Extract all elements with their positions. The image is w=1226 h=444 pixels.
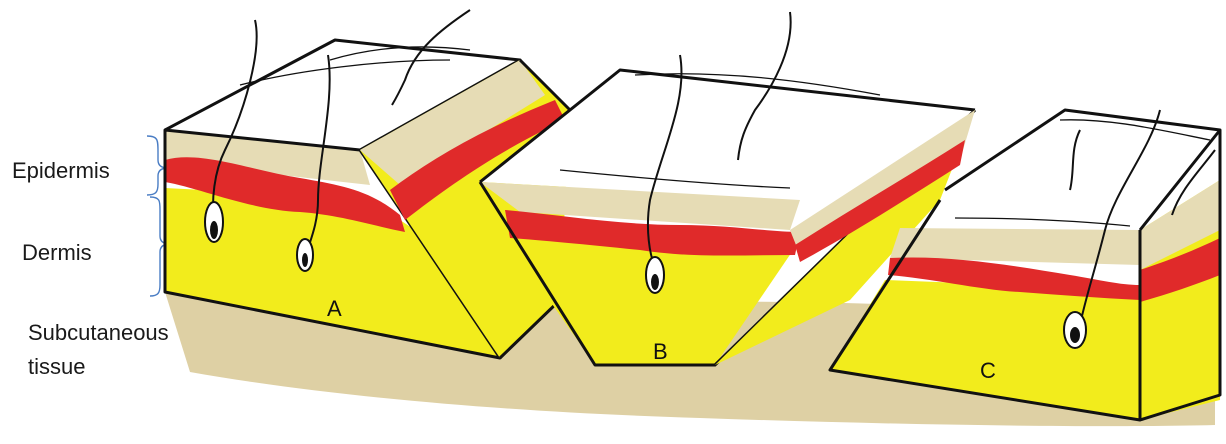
hair-bulb <box>302 253 308 267</box>
hair-bulb <box>210 221 218 239</box>
block-c <box>830 110 1220 420</box>
hair-bulb <box>651 274 659 290</box>
hair-bulb <box>1070 327 1080 343</box>
block-a-label: A <box>327 296 342 321</box>
block-b-label: B <box>653 339 668 364</box>
block-c-label: C <box>980 358 996 383</box>
